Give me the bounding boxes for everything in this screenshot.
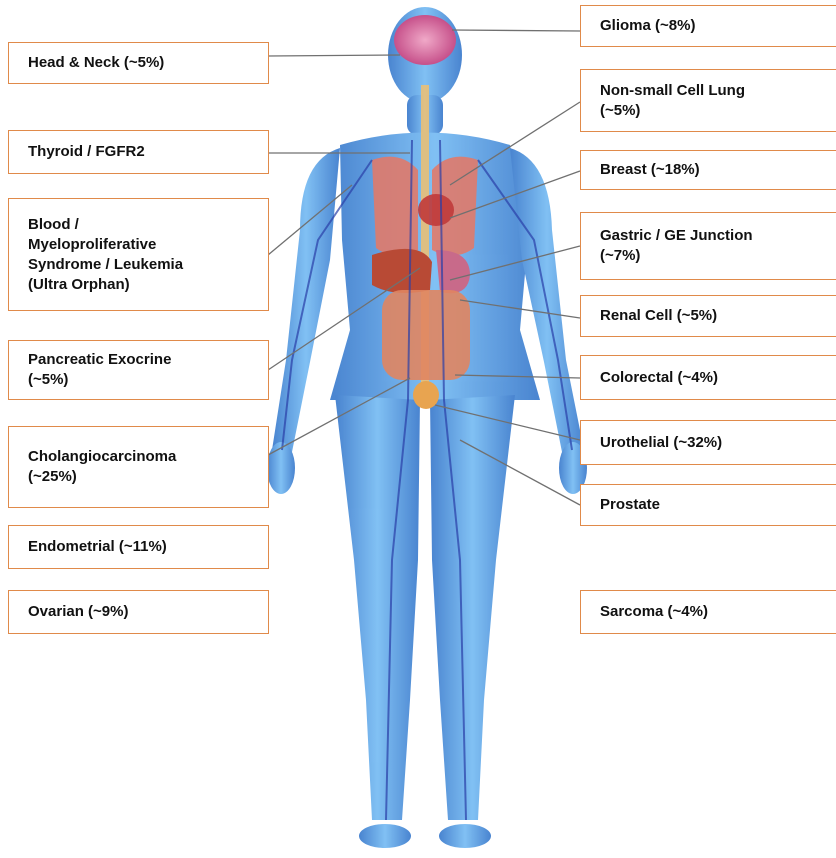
label-blood-leukemia: Blood / Myeloproliferative Syndrome / Le… [8, 198, 269, 311]
liver [372, 249, 432, 293]
label-urothelial: Urothelial (~32%) [580, 420, 836, 465]
label-colorectal: Colorectal (~4%) [580, 355, 836, 400]
label-glioma: Glioma (~8%) [580, 5, 836, 47]
label-ovarian: Ovarian (~9%) [8, 590, 269, 634]
label-prostate: Prostate [580, 484, 836, 526]
label-head-neck: Head & Neck (~5%) [8, 42, 269, 84]
label-nsclc: Non-small Cell Lung (~5%) [580, 69, 836, 132]
label-pancreatic-exocrine: Pancreatic Exocrine (~5%) [8, 340, 269, 400]
label-sarcoma: Sarcoma (~4%) [580, 590, 836, 634]
intestines [382, 290, 470, 380]
label-renal-cell: Renal Cell (~5%) [580, 295, 836, 337]
label-cholangiocarcinoma: Cholangiocarcinoma (~25%) [8, 426, 269, 508]
label-thyroid-fgfr2: Thyroid / FGFR2 [8, 130, 269, 174]
label-gastric-ge: Gastric / GE Junction (~7%) [580, 212, 836, 280]
heart [418, 194, 454, 226]
brain-organ [394, 15, 456, 65]
label-endometrial: Endometrial (~11%) [8, 525, 269, 569]
label-breast: Breast (~18%) [580, 150, 836, 190]
